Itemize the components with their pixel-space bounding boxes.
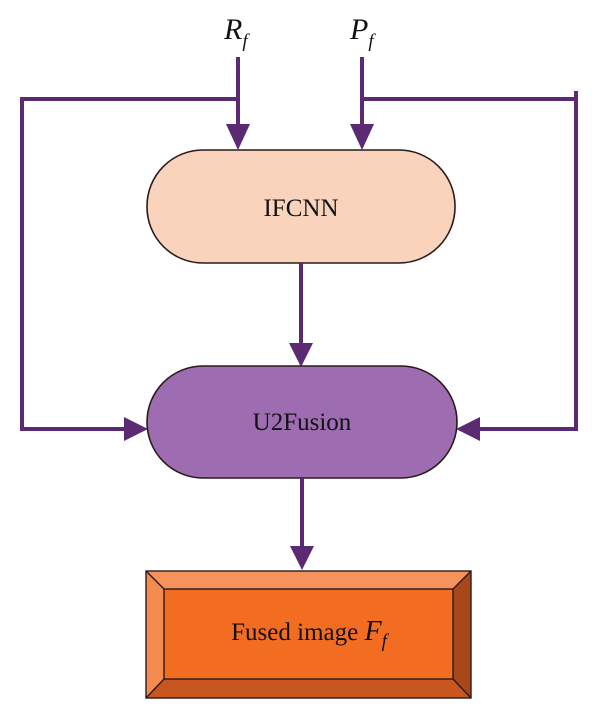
ifcnn-label: IFCNN <box>263 195 338 222</box>
output-outline <box>145 570 472 699</box>
arrowhead-r-to-ifcnn <box>226 124 250 150</box>
arrowhead-u2fusion-to-output <box>290 546 314 570</box>
edge-r-bypass-to-u2fusion <box>20 97 238 431</box>
input-label-p: Pf <box>349 13 376 52</box>
u2fusion-label: U2Fusion <box>253 409 352 436</box>
arrowhead-r-bypass <box>124 417 148 441</box>
output-inner-outline <box>163 588 454 680</box>
arrowhead-ifcnn-to-u2fusion <box>289 343 313 367</box>
output-node <box>145 570 472 699</box>
output-label: Fused image Ff <box>231 616 389 652</box>
output-bevel-right <box>453 571 471 698</box>
output-bevel-bottom <box>146 679 471 698</box>
output-bevel-top <box>146 571 471 589</box>
input-label-r: Rf <box>223 13 250 52</box>
arrowhead-p-to-ifcnn <box>350 124 374 150</box>
output-bevel-left <box>146 571 164 698</box>
output-face <box>164 589 453 679</box>
edge-p-bypass-to-u2fusion <box>362 97 578 431</box>
arrowhead-p-bypass <box>456 417 480 441</box>
